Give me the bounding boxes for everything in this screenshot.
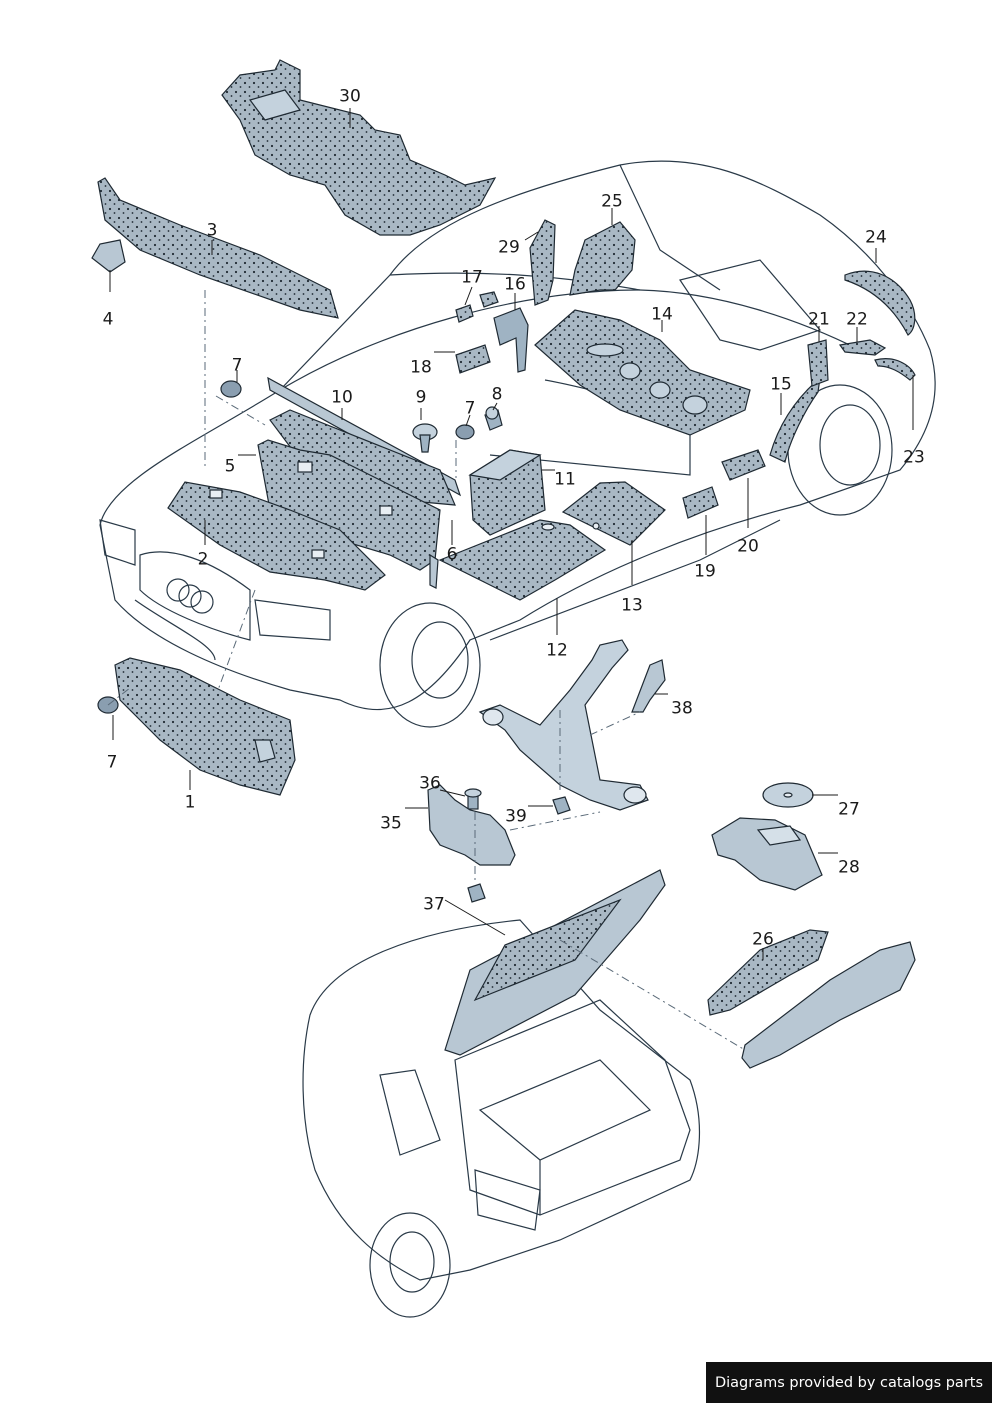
callout-7-upper[interactable]: 7 [231,355,243,376]
callout-30[interactable]: 30 [339,86,361,107]
callout-12[interactable]: 12 [546,640,568,661]
part-14-rear-floor-panel[interactable] [534,309,751,436]
part-7-clip-upper[interactable] [220,380,242,398]
part-20-block[interactable] [721,449,766,481]
callout-23[interactable]: 23 [903,447,925,468]
callout-10[interactable]: 10 [331,387,353,408]
part-7-clip-middle[interactable] [455,424,475,440]
part-1-underbody-insulation[interactable] [114,657,296,796]
part-28-housing-insulation[interactable] [711,817,823,891]
part-22-trim[interactable] [838,339,887,356]
trunk-floor-trim [741,941,916,1069]
part-27-washer[interactable] [762,782,814,808]
callout-3[interactable]: 3 [206,220,218,241]
part-35-bracket-plate[interactable] [427,784,516,866]
part-12-front-floor-insulation[interactable] [438,519,607,601]
part-8-fastener[interactable] [484,406,503,431]
callout-25[interactable]: 25 [601,191,623,212]
part-19-block[interactable] [682,486,719,519]
callout-6[interactable]: 6 [446,544,458,565]
callout-1[interactable]: 1 [184,792,196,813]
part-29-pillar-insulation[interactable] [529,219,556,306]
part-26-trunk-insulation[interactable] [707,929,829,1016]
callout-16[interactable]: 16 [504,274,526,295]
part-4-clip[interactable] [91,239,126,273]
callout-26[interactable]: 26 [752,929,774,950]
callout-22[interactable]: 22 [846,309,868,330]
callout-8[interactable]: 8 [491,384,503,405]
control-arm [478,639,649,811]
callout-9[interactable]: 9 [415,387,427,408]
part-30-floor-insulation[interactable] [221,59,497,236]
part-13-rear-floor-insulation[interactable] [561,481,666,546]
callout-18[interactable]: 18 [410,357,432,378]
front-car-body [99,160,936,728]
callout-29[interactable]: 29 [498,237,520,258]
callout-27[interactable]: 27 [838,799,860,820]
part-23-wheel-arch-trim[interactable] [874,358,916,381]
callout-15[interactable]: 15 [770,374,792,395]
callout-17[interactable]: 17 [461,267,483,288]
callout-39[interactable]: 39 [505,806,527,827]
part-39-nut[interactable] [552,796,571,815]
part-15-wheel-arch-liner[interactable] [769,376,821,463]
callout-37[interactable]: 37 [423,894,445,915]
part-11-sound-block[interactable] [468,449,546,536]
callout-38[interactable]: 38 [671,698,693,719]
part-38-bracket[interactable] [631,659,666,713]
part-21-block[interactable] [807,339,829,387]
part-10-seal-strip[interactable] [267,376,462,506]
callout-28[interactable]: 28 [838,857,860,878]
part-37-nut[interactable] [467,883,486,903]
callout-20[interactable]: 20 [737,536,759,557]
callout-24[interactable]: 24 [865,227,887,248]
callout-19[interactable]: 19 [694,561,716,582]
leader-lines [109,108,914,960]
part-2-firewall-insulation[interactable] [167,481,386,591]
callout-2[interactable]: 2 [197,549,209,570]
part-9-fastener[interactable] [412,423,438,453]
callout-11[interactable]: 11 [554,469,576,490]
part-36-bolt[interactable] [464,788,482,810]
part-17-block-b[interactable] [479,291,499,308]
credit-banner: Diagrams provided by catalogs parts [706,1362,992,1403]
callout-35[interactable]: 35 [380,813,402,834]
part-3-cowl-insulation[interactable] [97,177,339,319]
part-24-wheel-arch-insulation[interactable] [844,270,916,336]
callout-14[interactable]: 14 [651,304,673,325]
callout-5[interactable]: 5 [224,456,236,477]
part-18-block[interactable] [455,344,491,374]
part-6-panel[interactable] [429,553,439,589]
callout-36[interactable]: 36 [419,773,441,794]
part-17-block-a[interactable] [455,304,474,323]
assembly-lines [107,290,746,1051]
part-16-bracket[interactable] [493,307,529,373]
callout-13[interactable]: 13 [621,595,643,616]
callout-21[interactable]: 21 [808,309,830,330]
callout-7-lower[interactable]: 7 [106,752,118,773]
rear-car-body [302,869,701,1318]
callout-7-middle[interactable]: 7 [464,398,476,419]
callout-4[interactable]: 4 [102,309,114,330]
part-25-side-panel[interactable] [569,221,636,296]
